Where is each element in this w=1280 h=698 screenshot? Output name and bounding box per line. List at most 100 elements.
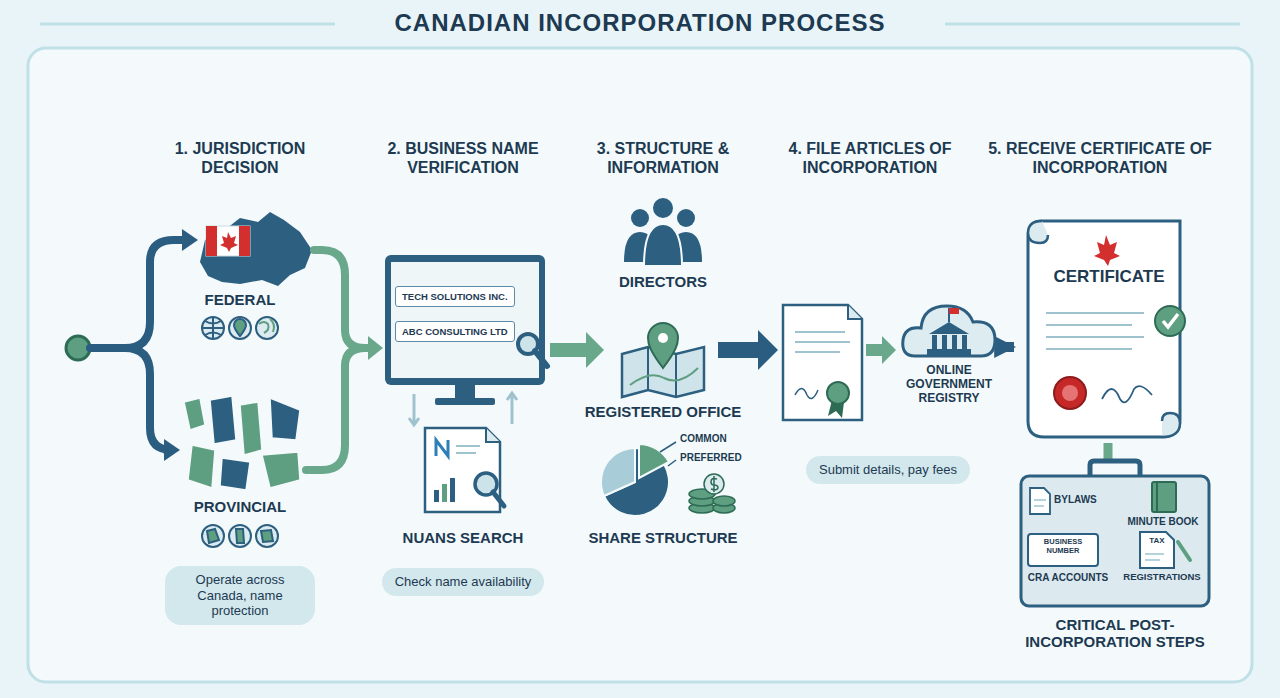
registry-icon	[932, 335, 937, 349]
merge-bracket	[306, 348, 365, 470]
title-rule	[40, 23, 335, 26]
briefcase-shape	[1140, 532, 1174, 568]
node-text: CRA ACCOUNTS	[1020, 572, 1116, 584]
note-pill: Check name availability	[382, 568, 545, 596]
nuans-document	[493, 492, 504, 506]
split-bracket	[125, 348, 172, 450]
split-bracket	[90, 240, 182, 450]
share-class: PREFERRED	[680, 452, 760, 464]
node-text: REGISTRATIONS	[1114, 572, 1210, 583]
briefcase-shape	[1156, 482, 1158, 512]
note-pill: Operate across Canada, name protection	[165, 566, 315, 625]
magnifier	[535, 351, 547, 366]
province-map	[184, 396, 300, 490]
nuans-document	[450, 478, 455, 502]
province-map	[240, 402, 262, 455]
registry-node: ONLINE GOVERNMENT REGISTRY	[897, 278, 1001, 416]
node-text: CERTIFICATE	[1036, 267, 1182, 287]
articles-document	[827, 382, 849, 404]
share-pie	[601, 448, 635, 496]
share-class: COMMON	[680, 433, 760, 445]
province-map	[184, 398, 205, 430]
icon-caption: SHARE STRUCTURE	[568, 529, 758, 547]
registry-icon	[929, 322, 969, 334]
magnifier	[518, 334, 547, 366]
provincial-icons	[236, 529, 244, 543]
nuans-document	[425, 428, 500, 512]
registry-icon	[903, 306, 995, 356]
node-text: BYLAWS	[1054, 494, 1124, 506]
search-box: TECH SOLUTIONS INC.	[395, 286, 515, 307]
certificate: CERTIFICATE	[1022, 213, 1194, 443]
step-arrow	[866, 344, 884, 356]
briefcase-shape	[1178, 542, 1190, 560]
certificate-shape	[1022, 213, 1194, 443]
certificate-scroll	[1155, 306, 1185, 336]
step-arrow	[882, 336, 896, 364]
node-text: Submit details, pay fees	[819, 462, 957, 478]
canada-map	[206, 226, 250, 256]
arrowhead	[182, 229, 198, 251]
arrowhead	[368, 336, 383, 360]
link-arrows	[409, 393, 517, 425]
registry-icon	[952, 335, 957, 349]
briefcase-shape	[1028, 534, 1098, 566]
nuans-document	[456, 452, 476, 454]
canada-map	[206, 226, 217, 256]
office-map	[622, 323, 704, 397]
share-pie	[660, 442, 676, 452]
province-map	[220, 458, 250, 490]
monitor	[455, 385, 475, 399]
nuans-document	[425, 428, 504, 512]
articles-document	[795, 331, 845, 333]
icon-caption: FEDERAL	[175, 291, 305, 309]
office-map	[658, 333, 668, 343]
nuans-document	[456, 445, 480, 447]
nuans-document	[486, 428, 500, 442]
registry-icon	[962, 335, 967, 349]
canada-map	[200, 212, 312, 286]
node-text: ABC CONSULTING LTD	[402, 326, 508, 337]
articles-document	[795, 389, 818, 399]
provincial-icons	[207, 529, 219, 543]
split-bracket	[90, 240, 182, 348]
certificate-scroll	[1102, 386, 1152, 402]
step-arrow	[550, 343, 588, 357]
coin-stack	[713, 496, 735, 506]
briefcase-shape	[1145, 554, 1164, 560]
nuans-document	[442, 484, 447, 502]
node-text: Check name availability	[395, 574, 532, 590]
canada-map	[200, 212, 312, 286]
step-heading: 5. RECEIVE CERTIFICATE OF INCORPORATION	[982, 140, 1218, 178]
canada-map	[239, 226, 250, 256]
registry-icon	[942, 335, 947, 349]
articles-document	[848, 305, 862, 319]
title-rule	[945, 23, 1240, 26]
briefcase-shape	[1152, 482, 1176, 512]
provincial-icons	[202, 525, 224, 547]
office-map	[648, 323, 678, 368]
federal-icons	[202, 317, 224, 339]
provincial-icons	[202, 525, 278, 547]
articles-document	[783, 305, 862, 420]
node-text: ONLINE GOVERNMENT REGISTRY	[897, 364, 1001, 405]
certificate-scroll	[1046, 324, 1132, 326]
link-arrows	[409, 394, 419, 425]
articles-document	[783, 305, 862, 420]
certificate-scroll	[1046, 336, 1144, 338]
directors-icon	[677, 209, 695, 227]
briefcase-shape	[1034, 500, 1046, 506]
province-map	[270, 398, 300, 440]
nuans-document	[436, 440, 448, 456]
icon-caption: NUANS SEARCH	[383, 529, 543, 547]
link-arrows	[507, 393, 517, 424]
step-arrow	[718, 342, 760, 358]
briefcase: BYLAWSMINUTE BOOKBUSINESS NUMBERCRA ACCO…	[1018, 460, 1212, 610]
step-heading: 2. BUSINESS NAME VERIFICATION	[356, 140, 571, 178]
flow-connector	[1104, 443, 1113, 460]
node-text: MINUTE BOOK	[1116, 516, 1210, 528]
coin-stack	[704, 474, 724, 494]
registry-icon	[903, 306, 995, 356]
step-arrow	[550, 332, 604, 368]
node-text: Operate across Canada, name protection	[178, 572, 302, 619]
